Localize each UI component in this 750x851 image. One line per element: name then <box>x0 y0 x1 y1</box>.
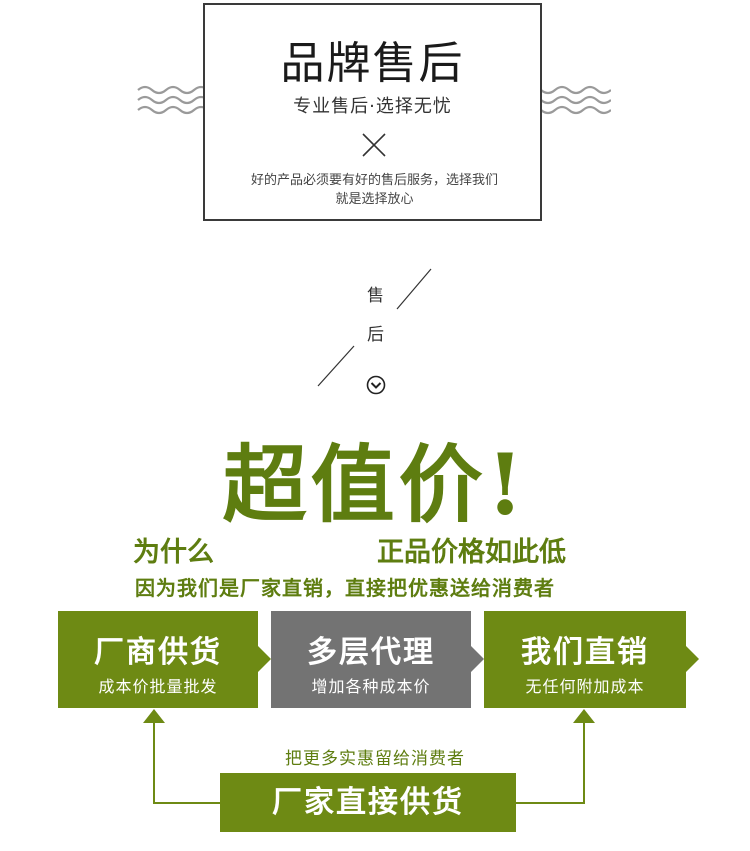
headline-question-left: 为什么 <box>133 537 214 568</box>
diagonal-line-lower <box>317 345 355 387</box>
headline-question-right: 正品价格如此低 <box>377 537 566 568</box>
flow-box-agents: 多层代理 增加各种成本价 <box>271 611 471 708</box>
flow-box-factory: 厂商供货 成本价批量批发 <box>58 611 258 708</box>
arrow-notch-right-icon <box>258 646 271 672</box>
headline-title: 超值价! <box>222 435 528 534</box>
chevron-down-circle-icon <box>366 375 386 395</box>
flow-box-title: 厂商供货 <box>94 635 222 670</box>
flow-box-title: 我们直销 <box>521 635 649 670</box>
card-subtitle: 专业售后·选择无忧 <box>293 96 452 117</box>
flow-box-subtitle: 增加各种成本价 <box>311 677 431 696</box>
card-description-line2: 就是选择放心 <box>335 192 414 207</box>
factory-direct-box: 厂家直接供货 <box>220 773 516 832</box>
card-title: 品牌售后 <box>280 38 465 89</box>
arrow-notch-right-icon <box>471 646 484 672</box>
flow-note: 把更多实惠留给消费者 <box>285 749 465 769</box>
flow-box-direct-sale: 我们直销 无任何附加成本 <box>484 611 686 708</box>
connector-right-arrow-icon <box>514 709 595 804</box>
flow-box-title: 多层代理 <box>307 635 435 670</box>
card-description: 好的产品必须要有好的售后服务，选择我们 就是选择放心 <box>217 171 532 209</box>
diagonal-line-upper <box>396 268 432 310</box>
divider-char-1: 售 <box>367 286 384 306</box>
headline-answer: 因为我们是厂家直销，直接把优惠送给消费者 <box>135 576 555 600</box>
cross-icon <box>362 133 386 157</box>
after-sales-card: 品牌售后 专业售后·选择无忧 好的产品必须要有好的售后服务，选择我们 就是选择放… <box>203 3 542 221</box>
flow-box-subtitle: 成本价批量批发 <box>98 677 218 696</box>
card-description-line1: 好的产品必须要有好的售后服务，选择我们 <box>250 173 498 188</box>
arrow-notch-right-icon <box>686 646 699 672</box>
divider-char-2: 后 <box>367 325 384 345</box>
flow-box-subtitle: 无任何附加成本 <box>525 677 645 696</box>
connector-left-arrow-icon <box>143 709 222 804</box>
